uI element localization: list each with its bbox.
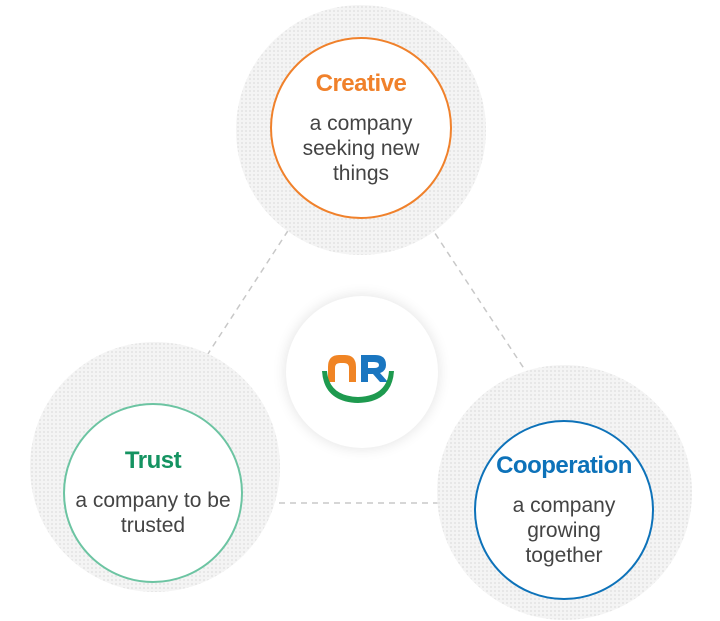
creative-title: Creative (315, 69, 407, 97)
creative-node: Creative a company seeking new things (270, 37, 452, 219)
logo-letter-n (328, 355, 356, 382)
creative-description: a company seeking new things (302, 111, 420, 185)
trust-description: a company to be trusted (75, 489, 231, 538)
logo-arc (322, 371, 394, 403)
cooperation-node: Cooperation a company growing together (474, 420, 654, 600)
trust-title: Trust (124, 447, 182, 475)
center-logo-circle (286, 296, 438, 448)
cooperation-title: Cooperation (496, 451, 632, 479)
cooperation-description: a company growing together (512, 493, 616, 567)
nr-logo (322, 355, 394, 403)
trust-node: Trust a company to be trusted (63, 403, 243, 583)
logo-letter-r (361, 355, 388, 382)
